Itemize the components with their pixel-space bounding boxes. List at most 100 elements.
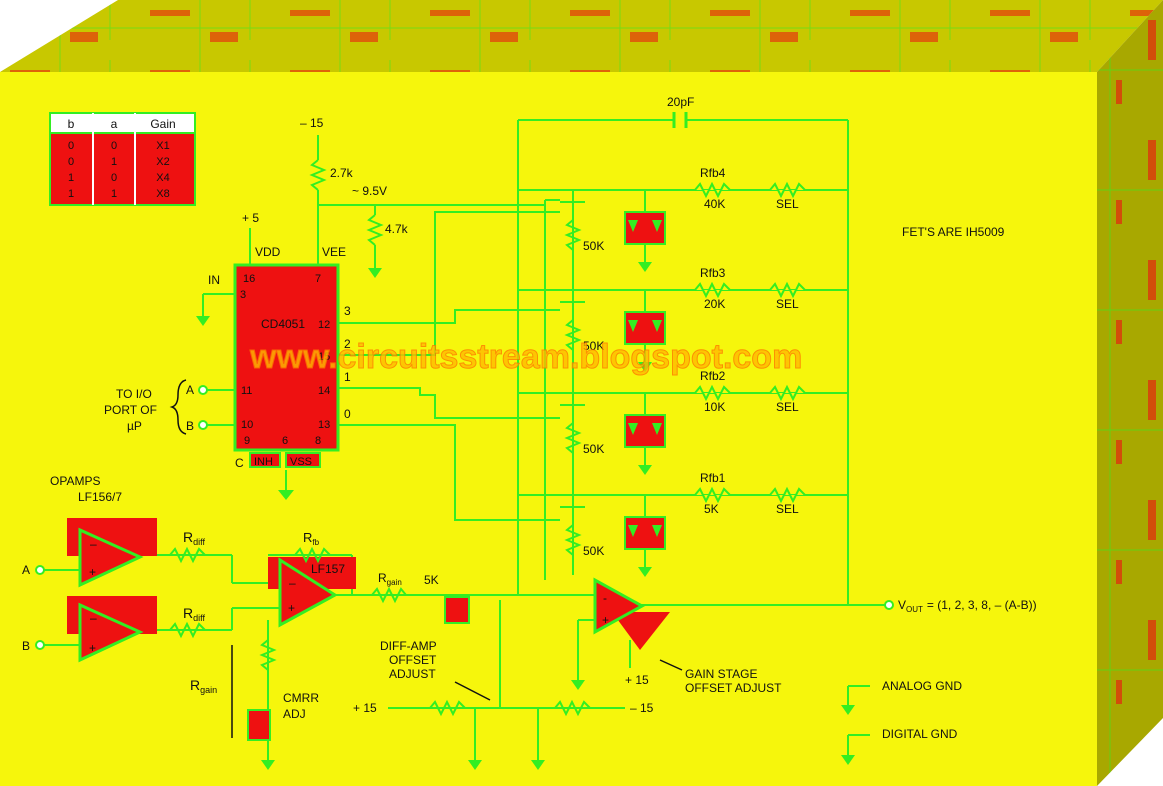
svg-text:–: – bbox=[90, 611, 97, 625]
label-vdd: VDD bbox=[255, 245, 281, 259]
rfb-name-label: Rfb1 bbox=[700, 471, 726, 485]
label-analog-gnd: ANALOG GND bbox=[882, 679, 962, 693]
mux-pin-16: 16 bbox=[243, 273, 255, 285]
truth-table-cell: 1 bbox=[111, 156, 117, 168]
diode-icon bbox=[628, 320, 638, 332]
truth-table-cell: X1 bbox=[156, 140, 169, 152]
truth-table-cell: 0 bbox=[68, 156, 74, 168]
pot-resistor bbox=[564, 422, 582, 454]
label-vss: VSS bbox=[290, 456, 312, 468]
label-rfb: Rfb bbox=[303, 530, 320, 547]
opamp-diff-lf157: – + bbox=[268, 557, 356, 628]
mux-pin-10: 10 bbox=[241, 419, 253, 431]
pot-resistor bbox=[564, 219, 582, 251]
diode-icon bbox=[628, 220, 638, 232]
diode-icon bbox=[628, 525, 638, 537]
mux-pin-7: 7 bbox=[315, 273, 321, 285]
rfb-resistor bbox=[694, 281, 731, 299]
label-rdiff-b: Rdiff bbox=[183, 605, 205, 623]
label-digital-gnd: DIGITAL GND bbox=[882, 727, 958, 741]
label-rgain-side: Rgain bbox=[190, 677, 217, 695]
io-bracket bbox=[169, 379, 187, 435]
board-top-decor bbox=[0, 0, 1163, 72]
label-pin-c: C bbox=[235, 456, 244, 470]
mux-b-terminal bbox=[198, 420, 208, 430]
sel-resistor bbox=[769, 181, 806, 199]
pot-resistor bbox=[564, 524, 582, 556]
label-fets: FET'S ARE IH5009 bbox=[902, 225, 1005, 239]
svg-text:+: + bbox=[89, 565, 96, 579]
truth-table-cell: X2 bbox=[156, 156, 169, 168]
mux-pin-3: 3 bbox=[240, 289, 246, 301]
rfb-name-label: Rfb3 bbox=[700, 266, 726, 280]
sel-resistor bbox=[769, 486, 806, 504]
truth-table-cell: 1 bbox=[68, 172, 74, 184]
svg-text:+: + bbox=[89, 641, 96, 655]
label-plus5: + 5 bbox=[242, 211, 259, 225]
label-diff-adj-1: DIFF-AMP bbox=[380, 639, 437, 653]
truth-table-cell: 0 bbox=[68, 140, 74, 152]
label-plus15-left: + 15 bbox=[353, 701, 377, 715]
ground-icon bbox=[531, 760, 545, 770]
truth-table-header-a: a bbox=[111, 117, 118, 131]
label-mux-name: CD4051 bbox=[261, 317, 305, 331]
resistors bbox=[169, 546, 591, 717]
label-in: IN bbox=[208, 273, 220, 287]
label-input-a: A bbox=[22, 563, 30, 577]
mux-pin-11: 11 bbox=[241, 385, 252, 397]
label-to-io-1: TO I/O bbox=[116, 387, 152, 401]
label-opamps-2: LF156/7 bbox=[78, 490, 122, 504]
truth-table-cell: 1 bbox=[111, 188, 117, 200]
mux-channel-number: 1 bbox=[344, 370, 351, 384]
label-5k: 5K bbox=[424, 573, 439, 587]
analog-ground-icon bbox=[841, 705, 855, 715]
ground-icon bbox=[468, 760, 482, 770]
vout-terminal bbox=[884, 600, 894, 610]
input-b-terminal bbox=[35, 640, 45, 650]
wires bbox=[40, 119, 885, 760]
svg-text:–: – bbox=[90, 537, 97, 551]
rfb-value-label: 20K bbox=[704, 297, 725, 311]
diff-adj-arrow bbox=[454, 681, 491, 701]
label-r-4-7k: 4.7k bbox=[385, 222, 409, 236]
label-to-io-2: PORT OF bbox=[104, 403, 157, 417]
pot-value-label: 50K bbox=[583, 544, 604, 558]
rfb-resistor bbox=[694, 486, 731, 504]
label-cmrr-2: ADJ bbox=[283, 707, 306, 721]
fet-switch-block bbox=[624, 414, 666, 448]
mux-channel-number: 0 bbox=[344, 407, 351, 421]
mux-pin-8: 8 bbox=[315, 435, 321, 447]
capacitor-20pf bbox=[672, 112, 688, 128]
label-r-2-7k: 2.7k bbox=[330, 166, 354, 180]
label-mux-input-a: A bbox=[186, 383, 194, 397]
mux-pin-13: 13 bbox=[318, 419, 330, 431]
svg-text:+: + bbox=[602, 613, 609, 627]
gain-adj-arrow bbox=[659, 659, 683, 671]
mux-pin-14: 14 bbox=[318, 385, 330, 397]
label-minus15-right: – 15 bbox=[630, 701, 654, 715]
label-diff-adj-2: OFFSET bbox=[389, 653, 437, 667]
opamp-b: – + bbox=[67, 596, 157, 663]
diode-icon bbox=[652, 220, 662, 232]
diode-icon bbox=[652, 320, 662, 332]
label-9-5v: ~ 9.5V bbox=[352, 184, 387, 198]
label-plus15-stage: + 15 bbox=[625, 673, 649, 687]
ground-icon bbox=[196, 316, 210, 326]
label-opamps-1: OPAMPS bbox=[50, 474, 100, 488]
label-neg15-top: – 15 bbox=[300, 116, 324, 130]
mux-pin-9: 9 bbox=[244, 435, 250, 447]
svg-text:+: + bbox=[288, 601, 295, 615]
rfb-name-label: Rfb2 bbox=[700, 369, 726, 383]
sel-resistor bbox=[769, 281, 806, 299]
truth-table: b a Gain 0 0 X1 0 1 X2 1 0 X4 1 1 X8 bbox=[49, 112, 196, 206]
truth-table-cell: X8 bbox=[156, 188, 169, 200]
sel-label: SEL bbox=[776, 197, 799, 211]
mux-channel-number: 3 bbox=[344, 304, 351, 318]
ground-icon bbox=[638, 465, 652, 475]
sel-label: SEL bbox=[776, 502, 799, 516]
label-vee: VEE bbox=[322, 245, 346, 259]
ground-icon bbox=[638, 567, 652, 577]
label-diff-adj-3: ADJUST bbox=[389, 667, 436, 681]
